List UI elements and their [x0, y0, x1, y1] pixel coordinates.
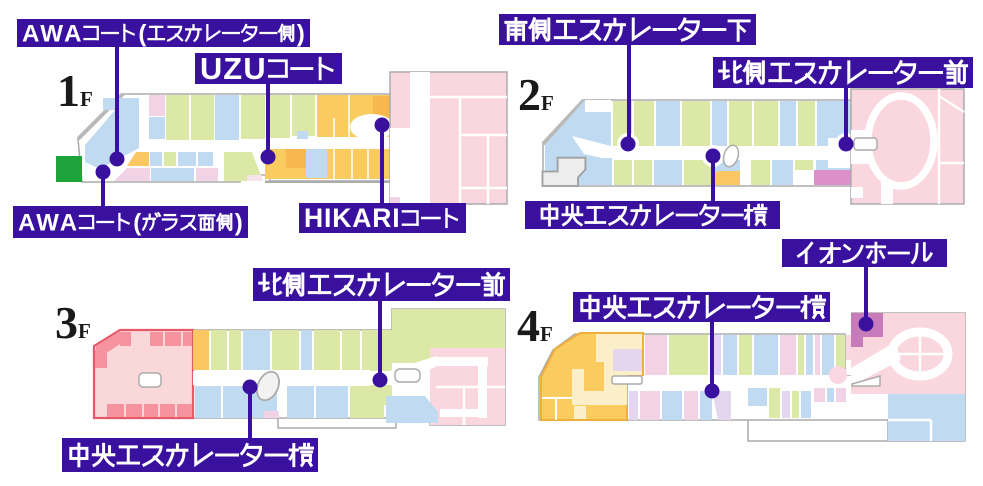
svg-text:R: R: [372, 203, 391, 233]
svg-text:W: W: [40, 20, 63, 47]
svg-text:I: I: [324, 203, 331, 233]
svg-text:K: K: [332, 203, 351, 233]
svg-text:A: A: [352, 203, 371, 233]
svg-text:I: I: [392, 203, 399, 233]
svg-text:W: W: [36, 209, 59, 236]
svg-text:A: A: [64, 20, 81, 47]
svg-text:): ): [297, 20, 305, 47]
svg-text:A: A: [22, 20, 39, 47]
svg-text:A: A: [18, 209, 35, 236]
svg-text:Z: Z: [223, 51, 242, 86]
svg-text:U: U: [200, 51, 222, 86]
svg-text:): ): [235, 209, 243, 236]
svg-text:U: U: [243, 51, 265, 86]
svg-text:(: (: [138, 20, 147, 47]
svg-text:(: (: [133, 209, 141, 236]
svg-text:H: H: [304, 203, 323, 233]
svg-text:A: A: [60, 209, 77, 236]
